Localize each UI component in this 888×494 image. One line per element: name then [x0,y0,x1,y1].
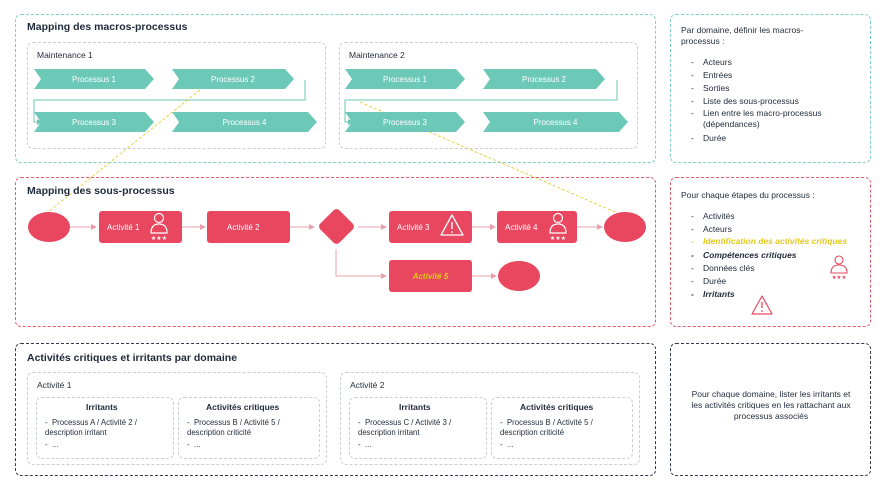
end-node [498,261,540,291]
macro-section [15,14,656,163]
irritants-title: Irritants [86,402,118,412]
critiques-title: Activités critiques [206,402,280,412]
warning-icon [440,214,464,236]
process-arrow: Processus 3 [345,112,465,132]
activity-label: Activité 5 [412,271,449,281]
activity-node: Activité 5 [389,260,472,292]
irritants-card [349,397,487,459]
critical-title: Activités critiques et irritants par dom… [27,352,238,364]
activity-label: Activité 3 [397,222,430,232]
irritant-item: - Processus A / Activité 2 / description… [45,418,137,437]
panel-item: Durée [691,275,851,288]
panel-item: Acteurs [691,56,861,69]
person-icon: ★★★ [150,212,168,241]
panel-item: Liste des sous-processus [691,95,861,108]
svg-text:★★★: ★★★ [832,275,847,280]
process-arrow: Processus 4 [483,112,628,132]
irritants-title: Irritants [399,402,431,412]
activity-block [340,372,640,465]
panel-critical-text: Pour chaque domaine, lister les irritant… [691,389,851,421]
panel-sub-intro: Pour chaque étapes du processus : [681,190,815,200]
panel-item: Durée [691,132,861,145]
person-icon: ★★★ [549,212,567,241]
irritants-card [36,397,174,459]
panel-macro-list: Acteurs Entrées Sorties Liste des sous-p… [691,56,861,145]
activity-block-name: Activité 1 [37,380,72,390]
panel-item: Activités [691,210,851,223]
panel-item: Sorties [691,82,861,95]
macro-group-2 [339,42,638,149]
critique-item: - ... [187,440,201,449]
critique-item: - Processus B / Activité 5 / description… [187,418,280,437]
panel-item-strong: Irritants [691,288,851,301]
panel-item: Données clés [691,262,851,275]
activity-block [27,372,327,465]
activity-node: Activité 4 [497,211,577,243]
subprocess-section [15,177,656,327]
panel-item: Lien entre les macro-processus (dépendan… [691,108,861,132]
panel-sub-list: Activités Acteurs Identification des act… [691,210,851,301]
process-arrow: Processus 2 [483,69,605,89]
macro-title: Mapping des macros-processus [27,21,188,33]
macro-connector-2 [344,80,618,125]
subprocess-title: Mapping des sous-processus [27,185,175,197]
panel-item: Entrées [691,69,861,82]
irritant-item: - ... [45,440,59,449]
macro-group-1 [27,42,326,149]
activity-label: Activité 2 [227,222,260,232]
critique-item: - ... [500,440,514,449]
panel-item-highlight: Identification des activités critiques [691,236,851,249]
critiques-card [491,397,633,459]
activity-node: Activité 1 [99,211,182,243]
critical-section [15,343,656,476]
decision-diamond [319,209,354,244]
panel-macro-intro: Par domaine, définir les macros-processu… [681,25,804,46]
macro-group-2-name: Maintenance 2 [349,50,405,60]
activity-block-name: Activité 2 [350,380,385,390]
critiques-title: Activités critiques [520,402,594,412]
svg-text:★★★: ★★★ [550,235,566,241]
svg-text:★★★: ★★★ [151,235,167,241]
person-icon: ★★★ [830,255,848,280]
process-arrow: Processus 4 [172,112,317,132]
activity-node: Activité 2 [207,211,290,243]
zoom-line-left [47,89,201,213]
macro-group-1-name: Maintenance 1 [37,50,93,60]
panel-item: Acteurs [691,223,851,236]
panel-critical [670,343,871,476]
activity-label: Activité 4 [505,222,538,232]
process-arrow: Processus 1 [345,69,465,89]
warning-icon [751,295,773,315]
panel-item-strong: Compétences critiques [691,249,851,262]
irritant-item: - ... [358,440,372,449]
critique-item: - Processus B / Activité 5 / description… [500,418,593,437]
panel-macro [670,14,871,163]
process-arrow: Processus 2 [172,69,294,89]
irritant-item: - Processus C / Activité 3 / description… [358,418,452,437]
process-arrow: Processus 1 [34,69,154,89]
critiques-card [178,397,320,459]
end-node [604,212,646,242]
activity-label: Activité 1 [107,222,140,232]
process-arrow: Processus 3 [34,112,154,132]
panel-sub [670,177,871,327]
start-node [28,212,70,242]
macro-connector-1 [33,80,306,125]
